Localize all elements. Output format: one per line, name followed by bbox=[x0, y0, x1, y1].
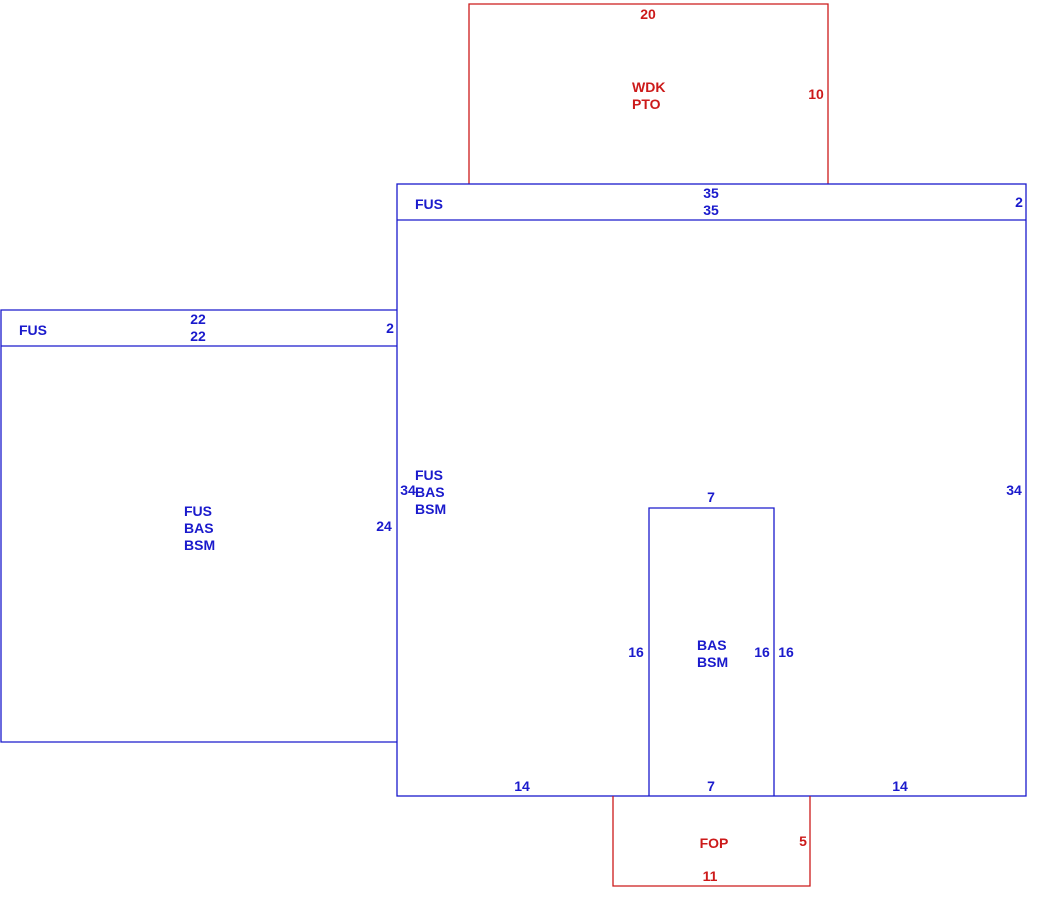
bump-out-top-dimension: 7 bbox=[707, 489, 715, 505]
porch-right-dimension: 5 bbox=[799, 833, 807, 849]
left-overhang-top-dimension: 22 bbox=[190, 311, 206, 327]
bump-out-code-bas: BAS bbox=[697, 637, 727, 653]
bump-out-right-inner-dimension: 16 bbox=[754, 644, 770, 660]
right-overhang-right-dimension: 2 bbox=[1015, 194, 1023, 210]
left-wing-outline bbox=[0, 309, 397, 743]
left-overhang-code: FUS bbox=[19, 322, 47, 338]
main-block bbox=[396, 183, 1027, 797]
main-block-outline bbox=[396, 183, 1027, 797]
main-block-right-dimension: 34 bbox=[1006, 482, 1022, 498]
main-block-bottom-right-dimension: 14 bbox=[892, 778, 908, 794]
left-wing-labels: FUS BAS BSM 24 bbox=[184, 503, 392, 553]
left-wing-right-dimension: 24 bbox=[376, 518, 392, 534]
deck-code-wdk: WDK bbox=[632, 79, 665, 95]
left-overhang-area: FUS 22 22 2 bbox=[19, 311, 394, 344]
deck-area: 20 10 WDK PTO bbox=[468, 3, 829, 184]
main-block-code-bas: BAS bbox=[415, 484, 445, 500]
main-block-left-dimension: 34 bbox=[400, 482, 416, 498]
main-block-bottom-left-dimension: 14 bbox=[514, 778, 530, 794]
main-block-code-fus: FUS bbox=[415, 467, 443, 483]
right-overhang-top-dimension: 35 bbox=[703, 185, 719, 201]
left-wing-code-bsm: BSM bbox=[184, 537, 215, 553]
left-wing bbox=[0, 309, 397, 743]
right-overhang-area: FUS 35 35 2 bbox=[415, 185, 1023, 218]
porch-area: FOP 5 11 bbox=[612, 796, 811, 887]
bump-out-area: 7 16 16 16 BAS BSM 7 bbox=[628, 489, 794, 796]
porch-code: FOP bbox=[700, 835, 729, 851]
deck-top-dimension: 20 bbox=[640, 6, 656, 22]
main-block-labels: FUS BAS BSM 34 34 14 14 bbox=[400, 467, 1022, 794]
deck-right-dimension: 10 bbox=[808, 86, 824, 102]
bump-out-code-bsm: BSM bbox=[697, 654, 728, 670]
porch-outline bbox=[612, 796, 811, 887]
bump-out-outline bbox=[648, 507, 775, 796]
deck-code-pto: PTO bbox=[632, 96, 661, 112]
bump-out-right-outer-dimension: 16 bbox=[778, 644, 794, 660]
right-overhang-code: FUS bbox=[415, 196, 443, 212]
left-overhang-right-dimension: 2 bbox=[386, 320, 394, 336]
left-overhang-bottom-dimension: 22 bbox=[190, 328, 206, 344]
main-block-code-bsm: BSM bbox=[415, 501, 446, 517]
right-overhang-bottom-dimension: 35 bbox=[703, 202, 719, 218]
left-wing-code-fus: FUS bbox=[184, 503, 212, 519]
left-wing-code-bas: BAS bbox=[184, 520, 214, 536]
porch-bottom-dimension: 11 bbox=[703, 868, 718, 884]
deck-outline bbox=[468, 3, 829, 184]
bump-out-bottom-dimension: 7 bbox=[707, 778, 715, 794]
bump-out-left-dimension: 16 bbox=[628, 644, 644, 660]
